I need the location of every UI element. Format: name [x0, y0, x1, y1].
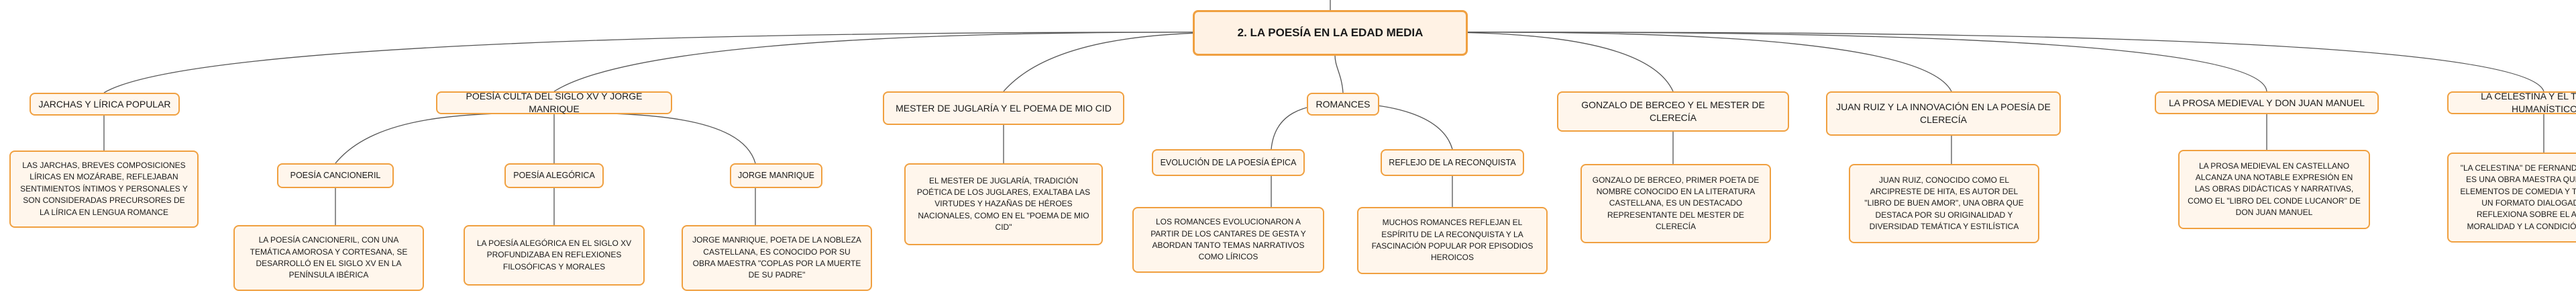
node-berceo-text[interactable]: GONZALO DE BERCEO, PRIMER POETA DE NOMBR… — [1580, 164, 1771, 243]
node-cancioneril-title[interactable]: POESÍA CANCIONERIL — [277, 163, 394, 188]
node-reflejo-text[interactable]: MUCHOS ROMANCES REFLEJAN EL ESPÍRITU DE … — [1357, 207, 1548, 274]
node-juglaria-text[interactable]: EL MESTER DE JUGLARÍA, TRADICIÓN POÉTICA… — [904, 163, 1103, 245]
node-juglaria-title[interactable]: MESTER DE JUGLARÍA Y EL POEMA DE MIO CID — [883, 91, 1124, 125]
node-manrique-title[interactable]: JORGE MANRIQUE — [730, 163, 822, 188]
node-prosa-title[interactable]: LA PROSA MEDIEVAL Y DON JUAN MANUEL — [2155, 91, 2379, 114]
node-prosa-text[interactable]: LA PROSA MEDIEVAL EN CASTELLANO ALCANZA … — [2178, 150, 2370, 229]
node-romances-title[interactable]: ROMANCES — [1307, 93, 1379, 116]
node-alegorica-text[interactable]: LA POESÍA ALEGÓRICA EN EL SIGLO XV PROFU… — [464, 225, 645, 286]
node-berceo-title[interactable]: GONZALO DE BERCEO Y EL MESTER DE CLERECÍ… — [1557, 91, 1789, 132]
node-juan-ruiz-text[interactable]: JUAN RUIZ, CONOCIDO COMO EL ARCIPRESTE D… — [1849, 164, 2039, 243]
node-evolucion-text[interactable]: LOS ROMANCES EVOLUCIONARON A PARTIR DE L… — [1132, 207, 1324, 273]
node-celestina-text[interactable]: "LA CELESTINA" DE FERNANDO DE ROJAS ES U… — [2447, 153, 2576, 243]
node-juan-ruiz-title[interactable]: JUAN RUIZ Y LA INNOVACIÓN EN LA POESÍA D… — [1826, 91, 2061, 136]
node-jarchas-text[interactable]: LAS JARCHAS, BREVES COMPOSICIONES LÍRICA… — [9, 151, 199, 228]
node-cancioneril-text[interactable]: LA POESÍA CANCIONERIL, CON UNA TEMÁTICA … — [233, 225, 424, 291]
node-celestina-title[interactable]: LA CELESTINA Y EL TEATRO HUMANÍSTICO — [2447, 91, 2576, 114]
node-poesia-culta-title[interactable]: POESÍA CULTA DEL SIGLO XV Y JORGE MANRIQ… — [436, 91, 672, 114]
root-node[interactable]: 2. LA POESÍA EN LA EDAD MEDIA — [1193, 10, 1468, 56]
node-reflejo-title[interactable]: REFLEJO DE LA RECONQUISTA — [1381, 149, 1524, 176]
node-alegorica-title[interactable]: POESÍA ALEGÓRICA — [504, 163, 604, 188]
node-jarchas-title[interactable]: JARCHAS Y LÍRICA POPULAR — [30, 93, 180, 116]
node-evolucion-title[interactable]: EVOLUCIÓN DE LA POESÍA ÉPICA — [1152, 149, 1305, 176]
node-manrique-text[interactable]: JORGE MANRIQUE, POETA DE LA NOBLEZA CAST… — [682, 225, 872, 291]
